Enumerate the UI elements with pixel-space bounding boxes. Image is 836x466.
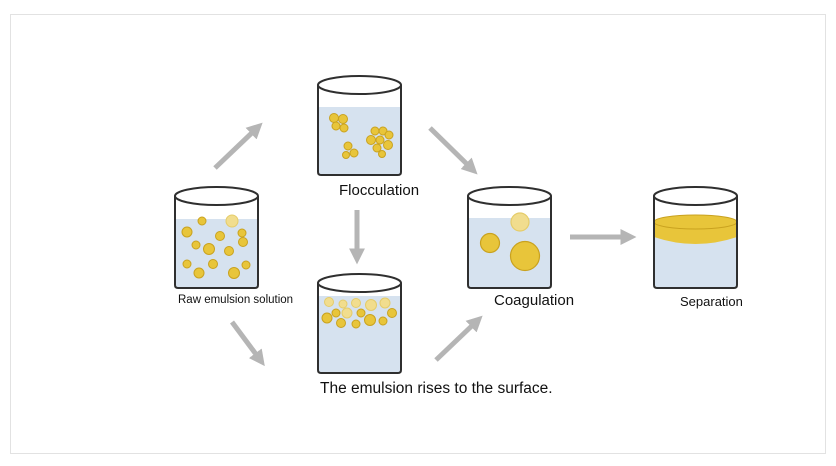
beaker-creaming bbox=[317, 273, 402, 374]
arrow-rises-to-coagulation bbox=[434, 315, 483, 362]
arrow-flocculation-to-coagulation bbox=[428, 126, 478, 175]
label-rises-to-surface: The emulsion rises to the surface. bbox=[320, 380, 553, 397]
beaker-coagulation bbox=[467, 186, 552, 289]
droplets-surface bbox=[321, 297, 397, 329]
label-separation: Separation bbox=[680, 294, 743, 309]
arrow-raw-to-rises bbox=[229, 320, 265, 367]
label-coagulation: Coagulation bbox=[494, 292, 575, 309]
arrows bbox=[213, 122, 637, 367]
beaker-flocculation bbox=[317, 75, 402, 176]
droplets-coalesced bbox=[479, 212, 541, 272]
label-raw-emulsion: Raw emulsion solution bbox=[178, 294, 294, 306]
droplets-dispersed bbox=[181, 214, 251, 279]
beaker-separation bbox=[653, 186, 738, 289]
label-flocculation: Flocculation bbox=[339, 182, 420, 199]
beaker-raw bbox=[174, 186, 259, 289]
droplets-flocs bbox=[329, 113, 394, 159]
arrow-raw-to-flocculation bbox=[213, 122, 263, 170]
